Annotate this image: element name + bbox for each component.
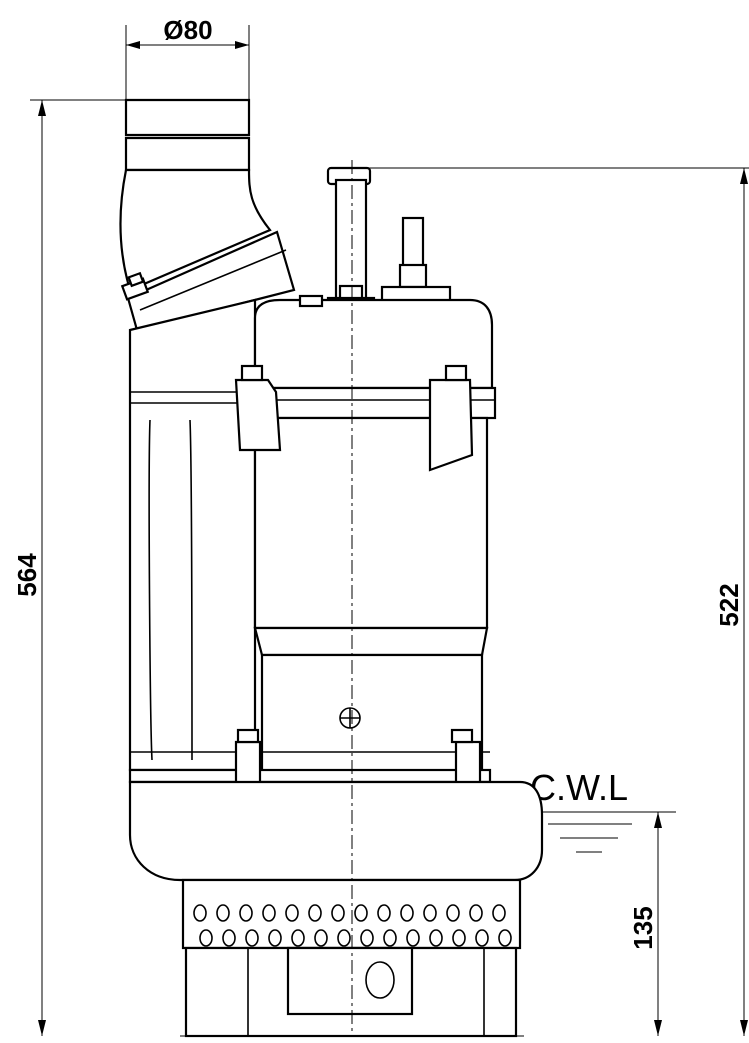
strainer-hole [400, 904, 414, 922]
strainer-hole [354, 904, 368, 922]
strainer-hole [331, 904, 345, 922]
strainer-hole [383, 929, 397, 947]
cwl-height-label: 135 [628, 906, 658, 949]
strainer-hole [429, 929, 443, 947]
discharge-pipe [119, 98, 296, 332]
strainer-hole [285, 904, 299, 922]
strainer-hole [239, 904, 253, 922]
strainer-hole [314, 929, 328, 947]
base-stand [180, 946, 524, 1038]
strainer-hole [492, 904, 506, 922]
water-level-label: C.W.L [530, 767, 628, 808]
strainer-hole [291, 929, 305, 947]
dimension-top-height: 522 [368, 167, 749, 1036]
strainer-hole [308, 904, 322, 922]
strainer-hole [245, 929, 259, 947]
diameter-label: Ø80 [163, 15, 212, 45]
strainer-hole [262, 904, 276, 922]
top-height-label: 522 [714, 583, 744, 626]
strainer-hole [199, 929, 213, 947]
motor-housing [234, 294, 497, 775]
dimension-discharge-diameter: Ø80 [125, 15, 250, 100]
strainer-hole [446, 904, 460, 922]
strainer-hole [337, 929, 351, 947]
strainer-hole [377, 904, 391, 922]
strainer-hole [216, 904, 230, 922]
strainer-hole [406, 929, 420, 947]
dimension-cwl-height: 135 C.W.L [490, 767, 676, 1036]
lower-flange [128, 728, 544, 882]
strainer-hole [268, 929, 282, 947]
strainer-hole [475, 929, 489, 947]
strainer-hole [193, 904, 207, 922]
strainer-hole [498, 929, 512, 947]
strainer-hole [222, 929, 236, 947]
dimension-overall-height: 564 [12, 99, 250, 1036]
strainer-hole [423, 904, 437, 922]
overall-height-label: 564 [12, 553, 42, 597]
strainer-hole [452, 929, 466, 947]
cable-entry [380, 216, 452, 303]
strainer-hole [360, 929, 374, 947]
pump-casing [128, 298, 257, 772]
strainer-hole [469, 904, 483, 922]
